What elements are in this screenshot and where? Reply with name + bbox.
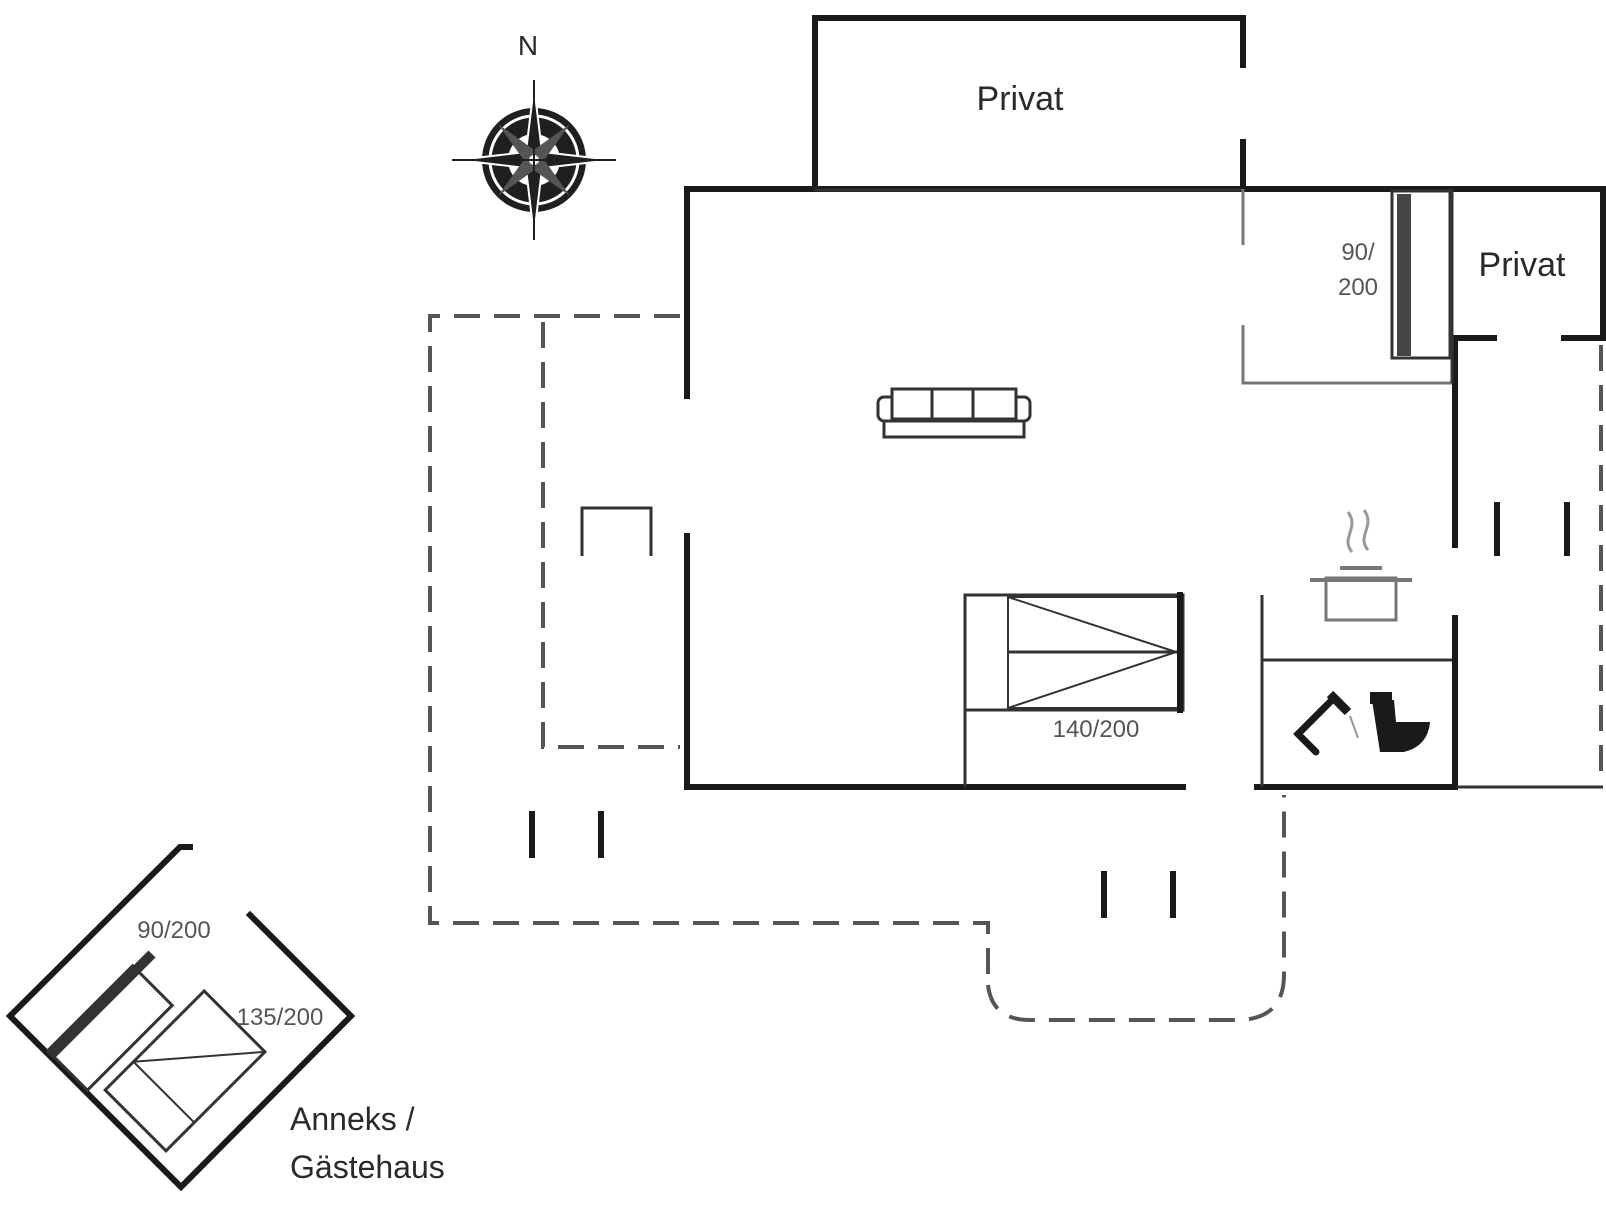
single-bed-icon [1390, 189, 1452, 360]
annex-double-bed-size-label: 135/200 [237, 1004, 324, 1031]
inner-bedroom-walls [1241, 189, 1454, 385]
top-private-room-walls [812, 15, 1246, 192]
single-bed-size-label-2: 200 [1338, 274, 1378, 301]
toilet-icon [1370, 692, 1430, 752]
compass-rose-icon [452, 80, 616, 240]
double-bed-icon [963, 592, 1185, 787]
top-private-room-label: Privat [977, 80, 1064, 118]
shower-icon [1293, 690, 1359, 756]
cooking-pot-icon [1310, 509, 1412, 622]
main-house-walls [684, 186, 1606, 790]
double-bed-size-label: 140/200 [1053, 716, 1140, 743]
kitchen-bathroom-walls [1260, 595, 1452, 787]
north-label: N [518, 30, 538, 61]
sofa-icon [876, 387, 1032, 439]
annex-building [5, 844, 356, 1192]
annex-single-bed-size-label: 90/200 [137, 917, 210, 944]
single-bed-size-label-1: 90/ [1341, 239, 1375, 266]
annex-title-line-1: Anneks / [290, 1101, 415, 1137]
terrace-outline [428, 314, 1286, 1022]
table-icon [580, 506, 653, 556]
right-private-room-label: Privat [1479, 246, 1566, 284]
annex-title-line-2: Gästehaus [290, 1149, 445, 1185]
